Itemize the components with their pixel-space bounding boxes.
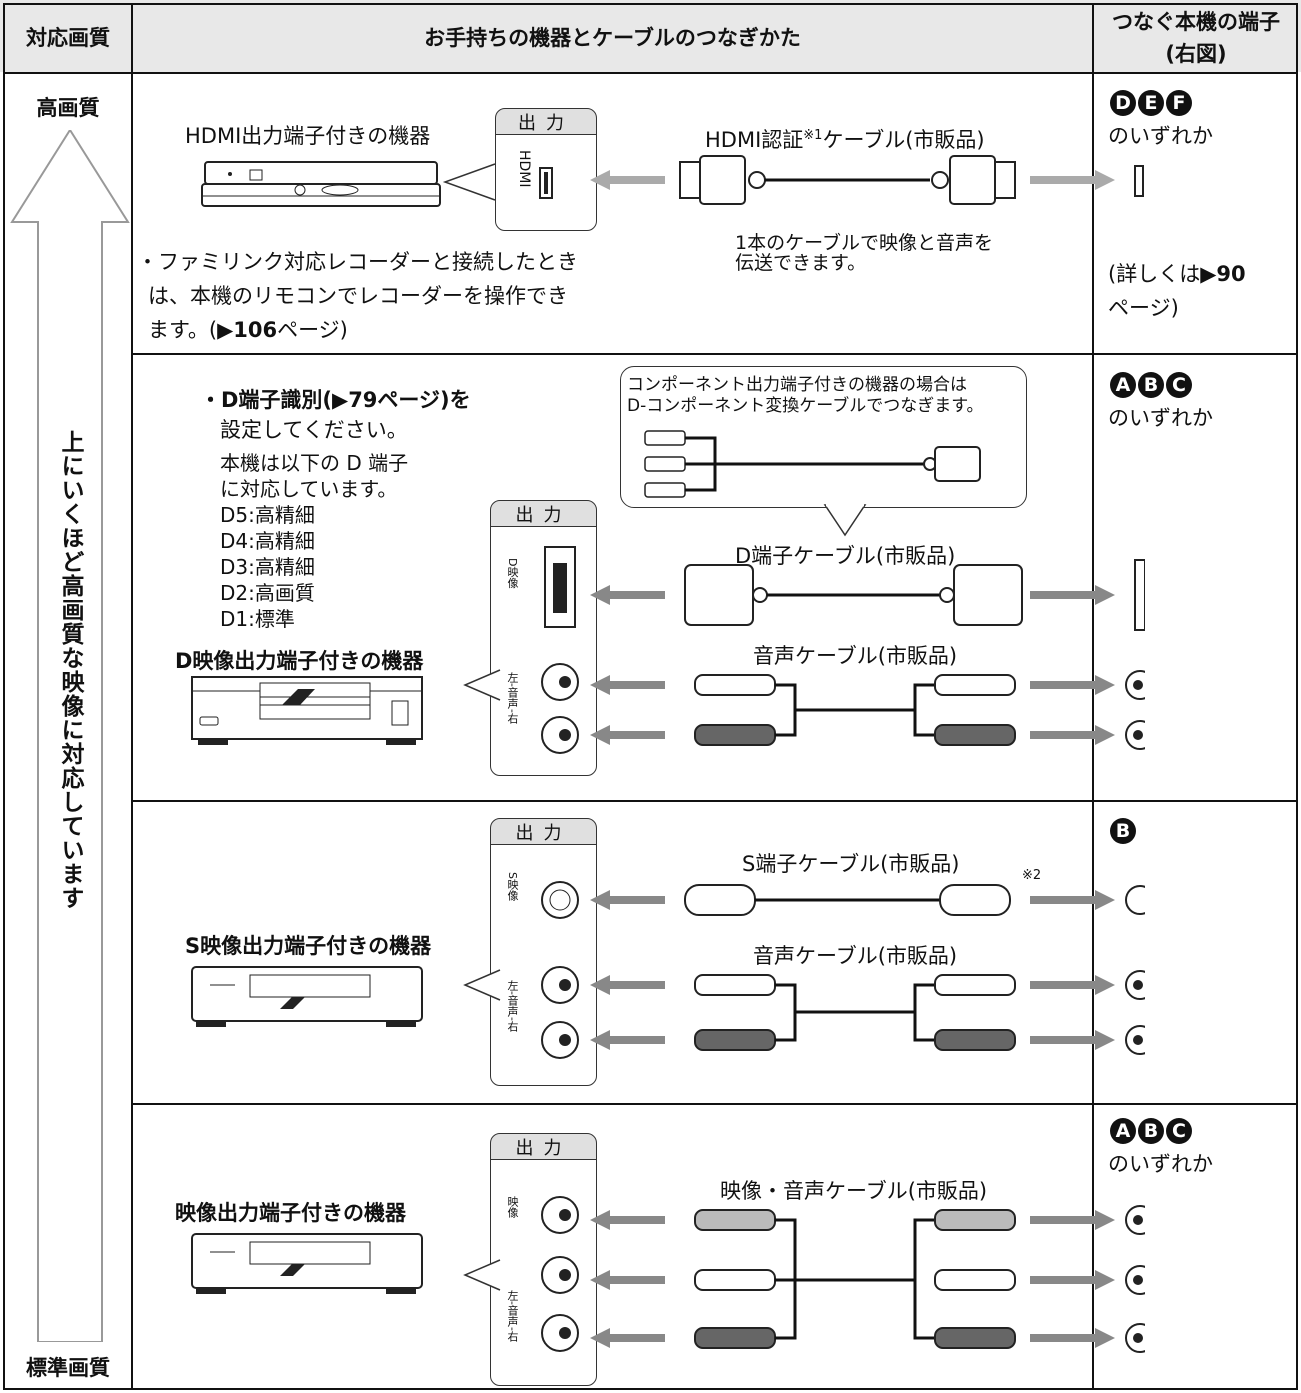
hdmi-cable-name: HDMI認証 [705, 128, 804, 152]
av-terminal-note: のいずれか [1108, 1152, 1213, 1176]
d-spec-item: D3:高精細 [220, 555, 315, 579]
av-port-video-label: 映像 [506, 1196, 519, 1218]
d-component-cable [644, 430, 981, 537]
d-spec-item: D5:高精細 [220, 503, 315, 527]
av-port-audio-label: 左-音声-右 [506, 1290, 519, 1342]
hdmi-cable-suffix: ケーブル(市販品) [822, 128, 985, 152]
hdmi-detail-1a: (詳しくは [1108, 262, 1201, 286]
s-port-audio-label: 左-音声-右 [506, 980, 519, 1032]
table-frame [3, 3, 1298, 1390]
hdmi-note-3-page: 106 [233, 318, 278, 342]
row-divider-1 [131, 353, 1298, 355]
d-note-1b: ページ)を [377, 388, 471, 412]
av-device-label: 映像出力端子付きの機器 [175, 1201, 406, 1225]
badge-a: A [1110, 1118, 1136, 1144]
hdmi-cable-desc-1: 1本のケーブルで映像と音声を [735, 232, 993, 254]
s-cables [590, 884, 1145, 1055]
quality-high: 高画質 [36, 96, 100, 120]
hdmi-device-label: HDMI出力端子付きの機器 [185, 124, 431, 148]
s-device [191, 966, 423, 1027]
hdmi-note-3: ます。(▶106ページ) [148, 318, 348, 342]
badge-b: B [1138, 372, 1164, 398]
s-port-video-label: S映像 [506, 872, 519, 901]
hdmi-note-3a: ます。( [148, 318, 218, 342]
d-spec-item: D2:高画質 [220, 581, 315, 605]
av-device [191, 1233, 423, 1294]
d-cable-audio-label: 音声ケーブル(市販品) [753, 644, 958, 668]
d-port-video-label: D映像 [506, 558, 519, 589]
d-cable-video-label: D端子ケーブル(市販品) [735, 544, 956, 568]
header-divider [3, 72, 1298, 74]
s-terminal-badges: B [1110, 818, 1138, 844]
d-output-ports [463, 546, 579, 754]
hdmi-note-2: は、本機のリモコンでレコーダーを操作でき [148, 284, 568, 308]
av-output-tab: 出力 [490, 1133, 597, 1163]
hdmi-cable [590, 155, 1144, 205]
hdmi-detail-page: 90 [1216, 262, 1246, 286]
quality-arrow [10, 130, 130, 1342]
av-output-ports [463, 1196, 579, 1352]
badge-f: F [1166, 90, 1192, 116]
row-divider-3 [131, 1103, 1298, 1105]
d-device-label: D映像出力端子付きの機器 [175, 649, 424, 673]
hdmi-note-3b: ページ) [277, 318, 348, 342]
header-terminal-1: つなぐ本機の端子 [1112, 10, 1280, 34]
hdmi-terminal-note: のいずれか [1108, 124, 1213, 148]
d-spec-item: D1:標準 [220, 607, 295, 631]
hdmi-port [442, 163, 553, 201]
d-callout-2: D-コンポーネント変換ケーブルでつなぎます。 [627, 396, 984, 416]
badge-b: B [1138, 1118, 1164, 1144]
row-divider-2 [131, 800, 1298, 802]
d-note-1a: ・D端子識別( [200, 388, 333, 412]
d-device [191, 676, 423, 745]
header-bar [0, 0, 1301, 72]
badge-e: E [1138, 90, 1164, 116]
d-note-1: ・D端子識別(▶79ページ)を [200, 388, 471, 412]
quality-arrow-text: 上にいくほど高画質な映像に対応しています [57, 430, 83, 910]
hdmi-detail-2: ページ) [1108, 296, 1179, 320]
s-cable-audio-label: 音声ケーブル(市販品) [753, 944, 958, 968]
hdmi-cable-note-mark: ※1 [803, 128, 823, 143]
d-terminal-note: のいずれか [1108, 406, 1213, 430]
header-terminal-2: (右図) [1165, 42, 1227, 66]
header-quality: 対応画質 [26, 26, 110, 50]
badge-c: C [1166, 372, 1192, 398]
hdmi-output-tab: 出力 [495, 108, 597, 138]
hdmi-note-1: ・ファミリンク対応レコーダーと接続したとき [137, 250, 578, 274]
d-spec-1: 本機は以下の D 端子 [220, 451, 409, 475]
d-port-audio-label: 左-音声-右 [506, 672, 519, 724]
badge-d: D [1110, 90, 1136, 116]
badge-b: B [1110, 818, 1136, 844]
recorder-device [201, 161, 441, 207]
s-output-ports [463, 881, 579, 1059]
col-divider-1 [131, 3, 133, 1390]
hdmi-detail-1: (詳しくは▶90 [1108, 262, 1246, 286]
s-device-label: S映像出力端子付きの機器 [185, 934, 432, 958]
d-spec-item: D4:高精細 [220, 529, 315, 553]
quality-standard: 標準画質 [26, 1356, 110, 1380]
badge-c: C [1166, 1118, 1192, 1144]
d-note-2: 設定してください。 [220, 418, 408, 442]
header-connection: お手持ちの機器とケーブルのつなぎかた [424, 26, 801, 50]
s-cable-video-label: S端子ケーブル(市販品) [742, 852, 960, 876]
s-output-tab: 出力 [490, 818, 597, 848]
d-note-1-page: 79 [348, 388, 378, 412]
d-callout-1: コンポーネント出力端子付きの機器の場合は [627, 375, 967, 395]
d-cables [590, 559, 1145, 750]
hdmi-cable-label: HDMI認証※1ケーブル(市販品) [705, 124, 985, 154]
s-cable-note-mark: ※2 [1022, 868, 1042, 883]
d-spec-2: に対応しています。 [220, 477, 398, 501]
badge-a: A [1110, 372, 1136, 398]
col-divider-2 [1092, 3, 1094, 1390]
av-cables [590, 1205, 1145, 1353]
av-cable-label: 映像・音声ケーブル(市販品) [720, 1179, 988, 1203]
hdmi-cable-desc-2: 伝送できます。 [735, 252, 867, 274]
hdmi-port-label: HDMI [516, 150, 532, 188]
